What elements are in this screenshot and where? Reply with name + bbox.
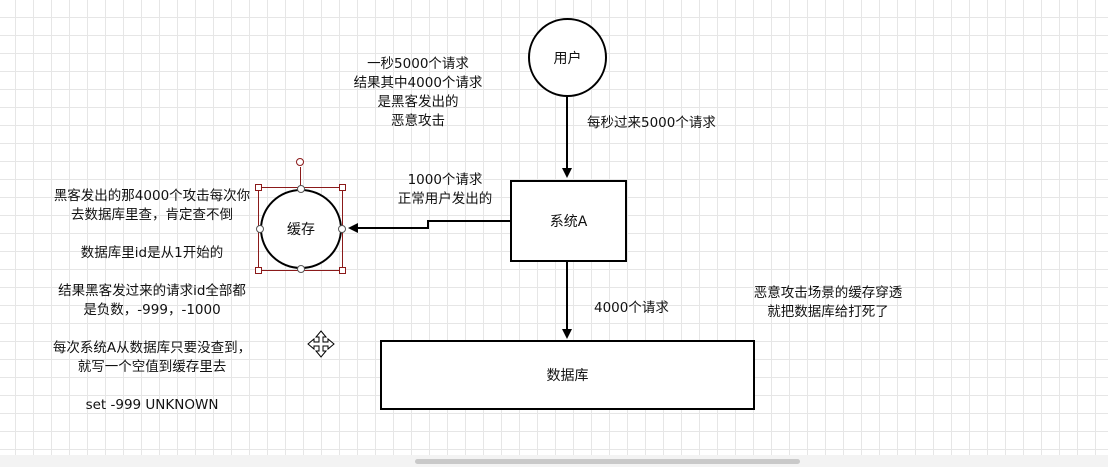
user-node[interactable]: 用户 xyxy=(528,18,607,97)
penetration-note-line: 恶意攻击场景的缓存穿透 xyxy=(753,285,903,301)
connection-point-top[interactable] xyxy=(297,185,305,193)
attack-note-line: 恶意攻击 xyxy=(391,113,445,129)
system-a-node[interactable]: 系统A xyxy=(510,180,627,262)
resize-handle-bottom-left[interactable] xyxy=(255,267,262,274)
scrollbar-thumb[interactable] xyxy=(415,459,800,464)
cache-node[interactable]: 缓存 xyxy=(260,189,342,269)
cache-node-label: 缓存 xyxy=(287,222,315,238)
normal-requests-line: 正常用户发出的 xyxy=(397,191,493,207)
connection-point-left[interactable] xyxy=(256,225,264,233)
left-note-para: 每次系统A从数据库只要没查到，就写一个空值到缓存里去 xyxy=(52,340,252,375)
db-requests-label[interactable]: 4000个请求 xyxy=(594,300,669,316)
normal-requests-line: 1000个请求 xyxy=(407,172,483,188)
left-note-para: set -999 UNKNOWN xyxy=(85,397,219,413)
penetration-note[interactable]: 恶意攻击场景的缓存穿透 就把数据库给打死了 xyxy=(728,284,928,322)
attack-note-line: 一秒5000个请求 xyxy=(367,56,469,72)
database-node[interactable]: 数据库 xyxy=(380,340,755,410)
left-note-para: 结果黑客发过来的请求id全部都是负数，-999，-1000 xyxy=(58,283,246,318)
penetration-note-line: 就把数据库给打死了 xyxy=(767,304,889,320)
left-note-para: 数据库里id是从1开始的 xyxy=(80,245,224,261)
rotate-handle-stem xyxy=(300,167,301,187)
resize-handle-top-left[interactable] xyxy=(255,184,262,191)
attack-note[interactable]: 一秒5000个请求 结果其中4000个请求 是黑客发出的 恶意攻击 xyxy=(338,55,498,131)
connection-point-right[interactable] xyxy=(338,225,346,233)
left-note-para: 黑客发出的那4000个攻击每次你去数据库里查，肯定查不倒 xyxy=(53,188,251,223)
normal-requests-label[interactable]: 1000个请求 正常用户发出的 xyxy=(380,171,510,209)
per-second-label[interactable]: 每秒过来5000个请求 xyxy=(587,115,716,131)
move-cursor-icon xyxy=(307,330,335,358)
edge-system-to-cache[interactable] xyxy=(348,220,512,233)
left-note[interactable]: 黑客发出的那4000个攻击每次你去数据库里查，肯定查不倒 数据库里id是从1开始… xyxy=(52,187,252,415)
attack-note-line: 是黑客发出的 xyxy=(377,94,459,110)
attack-note-line: 结果其中4000个请求 xyxy=(353,75,483,91)
rotate-handle[interactable] xyxy=(296,158,304,166)
database-node-label: 数据库 xyxy=(546,368,589,384)
resize-handle-top-right[interactable] xyxy=(339,184,346,191)
horizontal-scrollbar[interactable] xyxy=(0,455,1108,467)
user-node-label: 用户 xyxy=(553,50,582,67)
resize-handle-bottom-right[interactable] xyxy=(339,267,346,274)
connection-point-bottom[interactable] xyxy=(297,265,305,273)
system-a-node-label: 系统A xyxy=(549,214,588,230)
